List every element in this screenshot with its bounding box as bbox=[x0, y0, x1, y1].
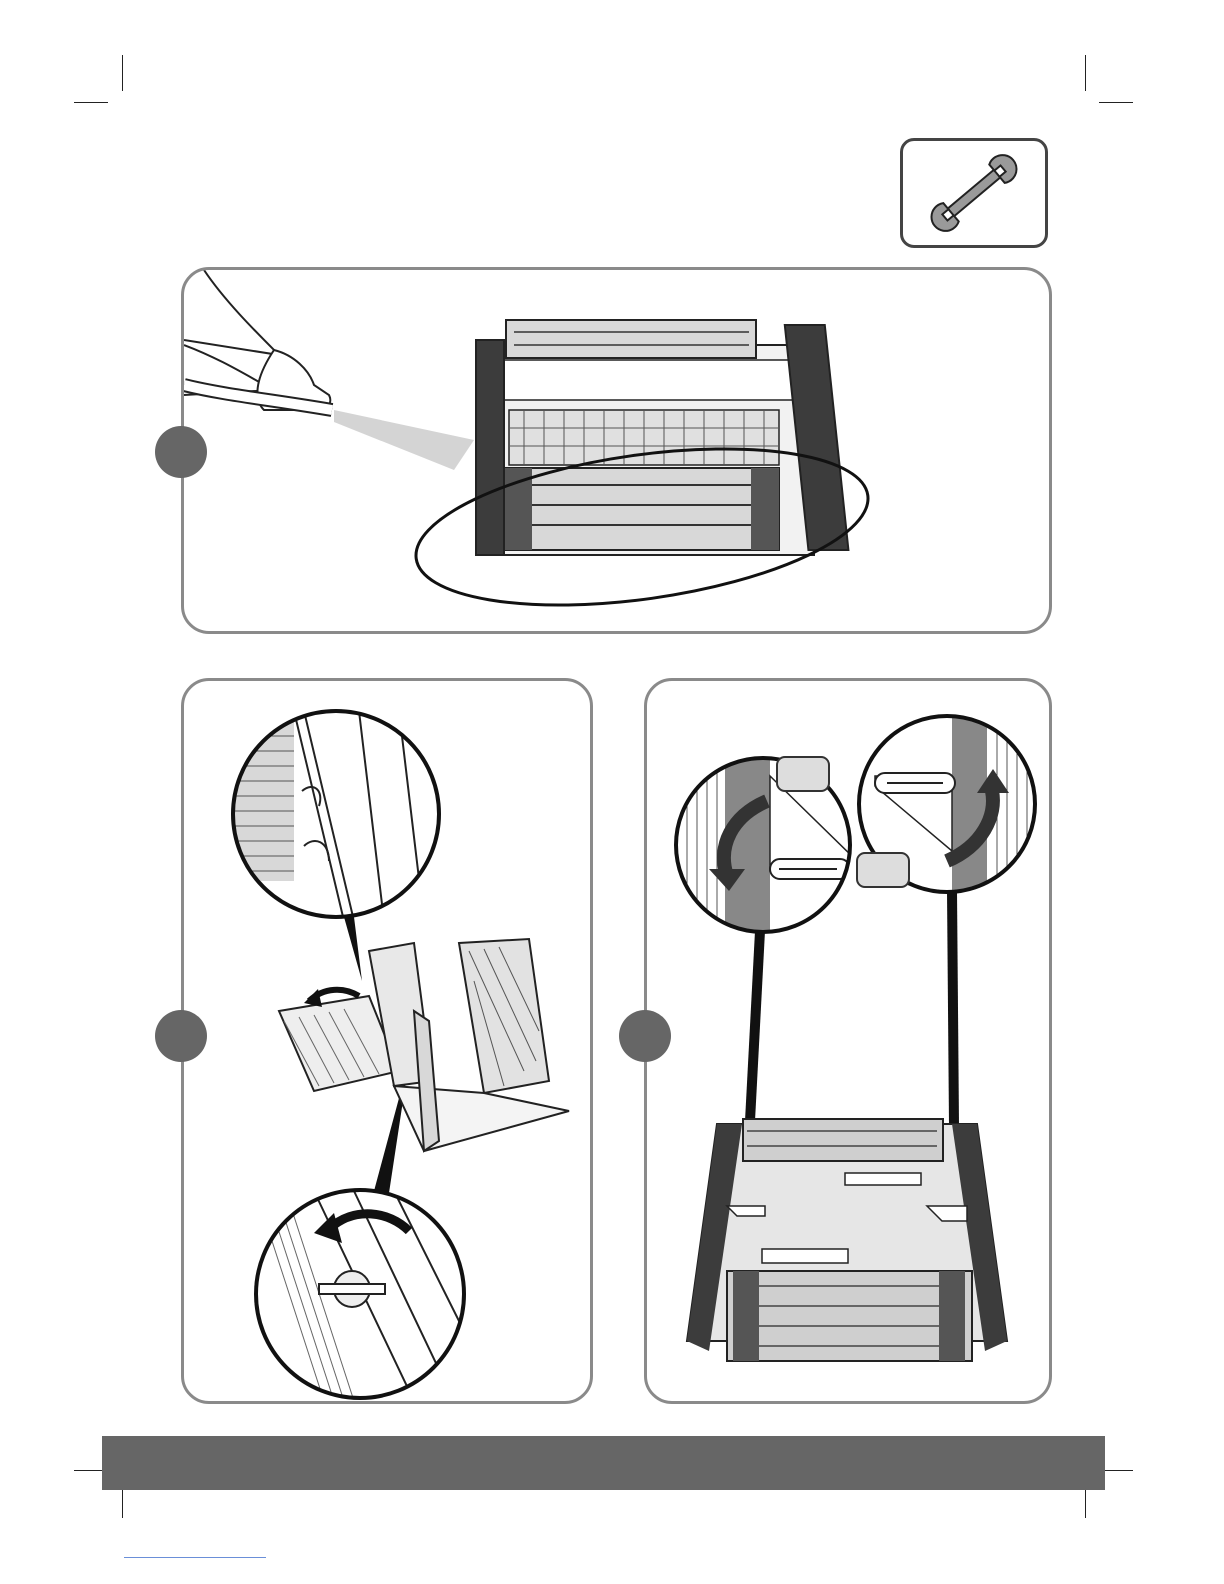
footer-underline bbox=[124, 1557, 266, 1558]
crop-mark bbox=[1099, 102, 1133, 103]
rinse-illustration bbox=[184, 270, 1049, 631]
step-panel-rinse bbox=[181, 267, 1052, 634]
step-panel-open-filter bbox=[181, 678, 593, 1404]
filter-illustration bbox=[184, 681, 590, 1401]
footer-bar bbox=[102, 1436, 1105, 1490]
crop-mark bbox=[1085, 55, 1086, 91]
step-marker bbox=[619, 1010, 671, 1062]
step-marker bbox=[155, 1010, 207, 1062]
latch-illustration bbox=[647, 681, 1049, 1401]
wrench-icon bbox=[903, 141, 1045, 245]
crop-mark bbox=[122, 55, 123, 91]
step-marker bbox=[155, 426, 207, 478]
step-panel-rotate-latches bbox=[644, 678, 1052, 1404]
crop-mark bbox=[74, 102, 108, 103]
maintenance-icon-box bbox=[900, 138, 1048, 248]
